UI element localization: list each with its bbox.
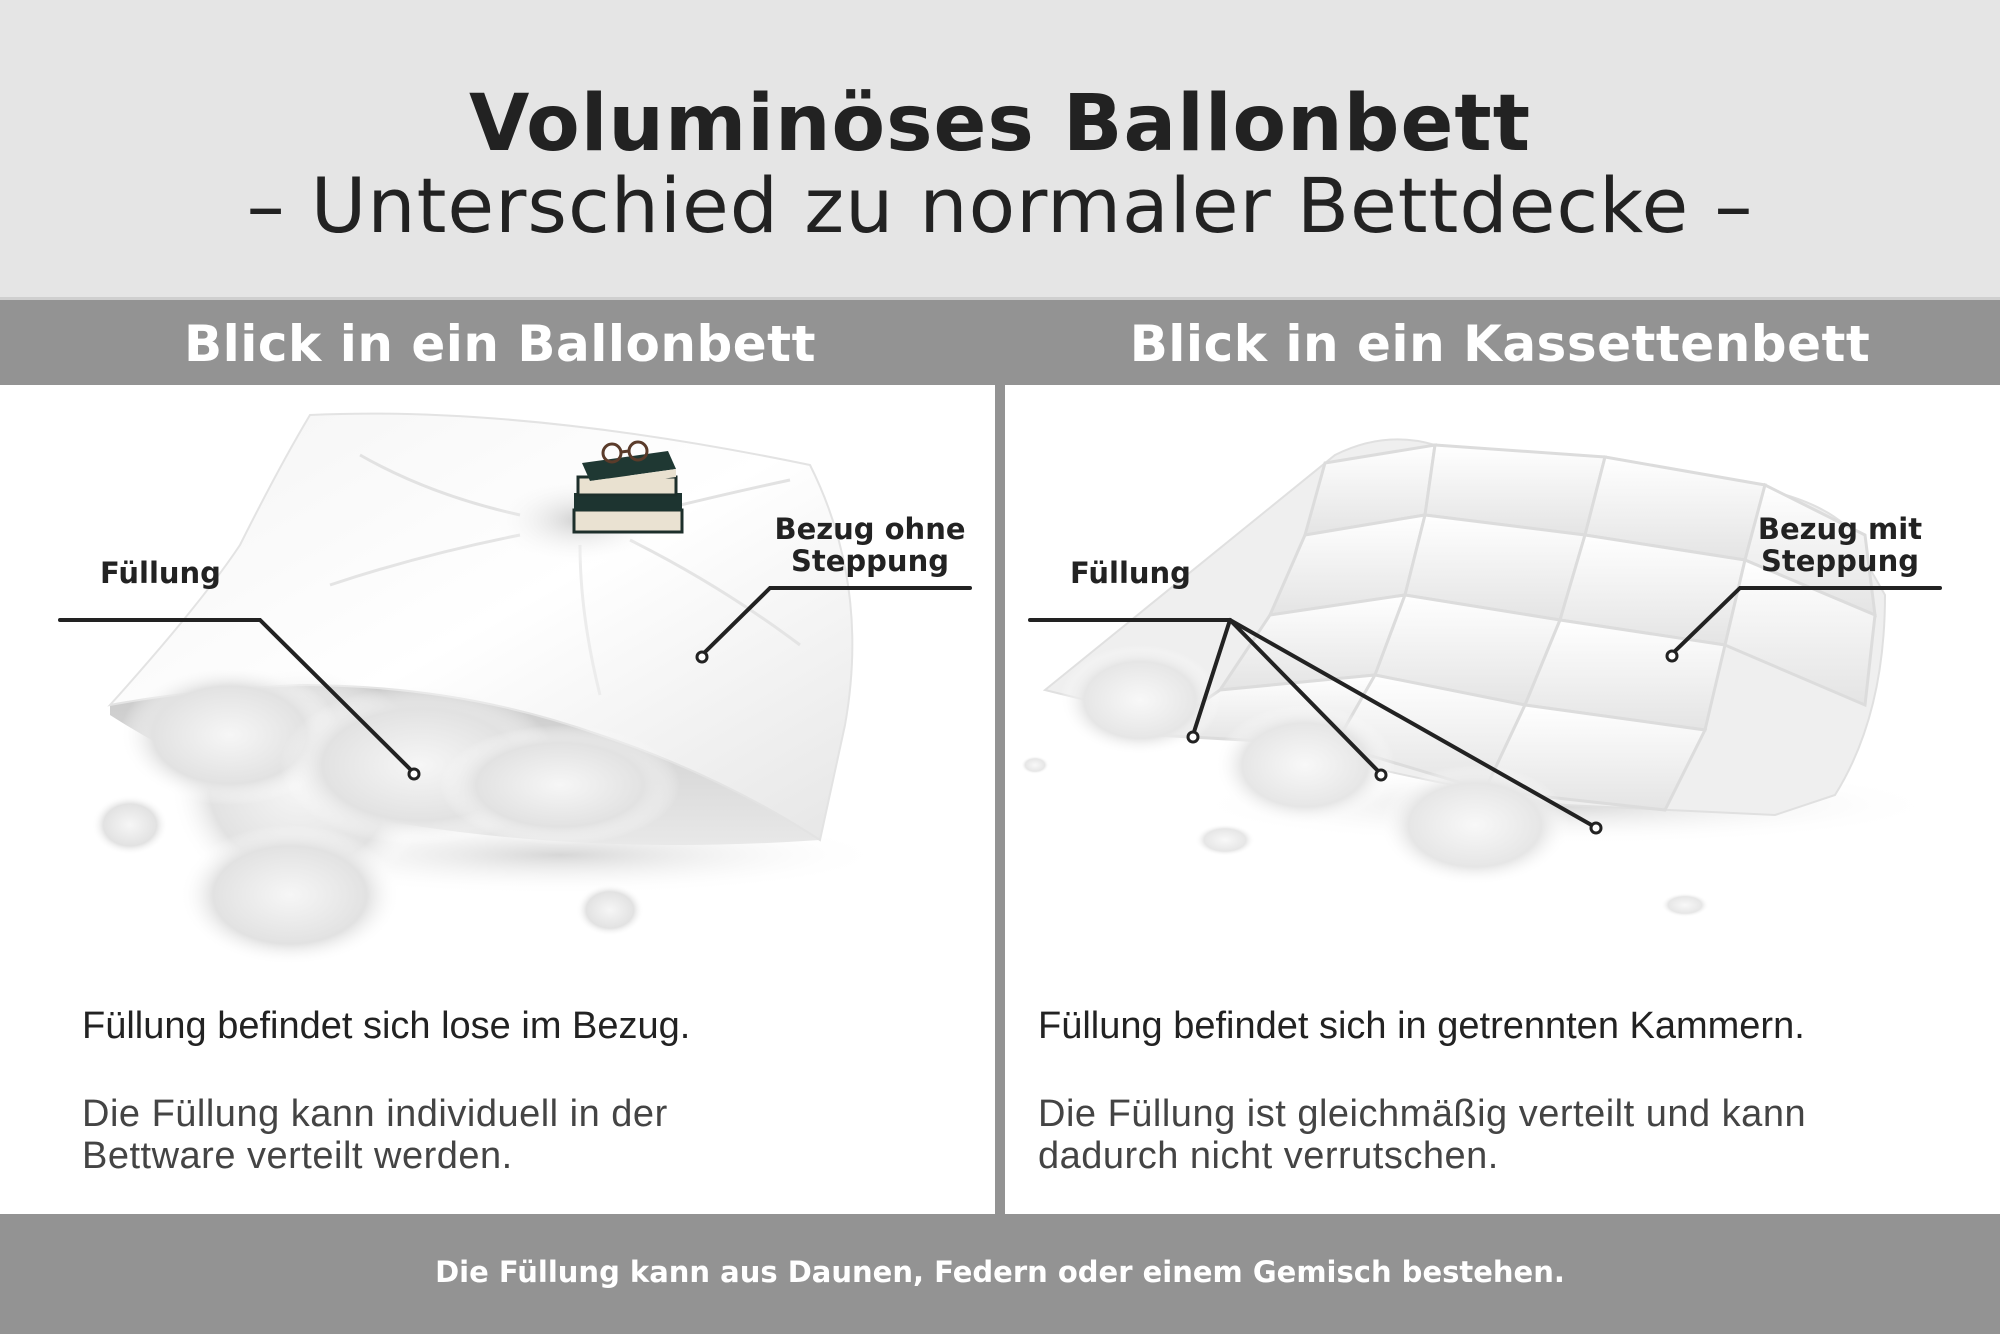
label-cover-line1: Bezug ohne bbox=[774, 512, 966, 546]
duvet-illustration bbox=[1021, 438, 1945, 917]
section-heading-band: Blick in ein Ballonbett Blick in ein Kas… bbox=[0, 297, 2000, 385]
description-line1: Die Füllung ist gleichmäßig verteilt und… bbox=[1038, 1093, 1807, 1135]
panel-kassettenbett: Füllung Bezug mit Steppung Füllung befin… bbox=[1005, 385, 2000, 1214]
page-title: Voluminöses Ballonbett bbox=[469, 79, 1531, 169]
label-filling: Füllung bbox=[100, 556, 221, 590]
panel-divider bbox=[995, 385, 1005, 1214]
lead-text: Füllung befindet sich lose im Bezug. bbox=[82, 1005, 691, 1047]
label-cover-line1: Bezug mit bbox=[1757, 512, 1923, 546]
description-line1: Die Füllung kann individuell in der bbox=[82, 1093, 668, 1135]
books-icon bbox=[572, 440, 684, 534]
footer-note: Die Füllung kann aus Daunen, Federn oder… bbox=[435, 1255, 1565, 1289]
label-cover-line2: Steppung bbox=[1761, 544, 1919, 578]
description-line2: dadurch nicht verrutschen. bbox=[1038, 1135, 1499, 1177]
lead-text: Füllung befindet sich in getrennten Kamm… bbox=[1038, 1005, 1805, 1047]
label-filling: Füllung bbox=[1070, 556, 1191, 590]
panel-ballonbett: Füllung Bezug ohne Steppung Füllung befi… bbox=[0, 385, 995, 1214]
pillow-illustration bbox=[58, 412, 972, 965]
description-line2: Bettware verteilt werden. bbox=[82, 1135, 513, 1177]
header: Voluminöses Ballonbett – Unterschied zu … bbox=[0, 0, 2000, 297]
heading-ballonbett: Blick in ein Ballonbett bbox=[184, 315, 816, 373]
label-cover-line2: Steppung bbox=[791, 544, 949, 578]
feather-filling bbox=[1021, 645, 1709, 917]
footer-band: Die Füllung kann aus Daunen, Federn oder… bbox=[0, 1214, 2000, 1334]
heading-kassettenbett: Blick in ein Kassettenbett bbox=[1129, 315, 1871, 373]
page-subtitle: – Unterschied zu normaler Bettdecke – bbox=[246, 161, 1754, 250]
